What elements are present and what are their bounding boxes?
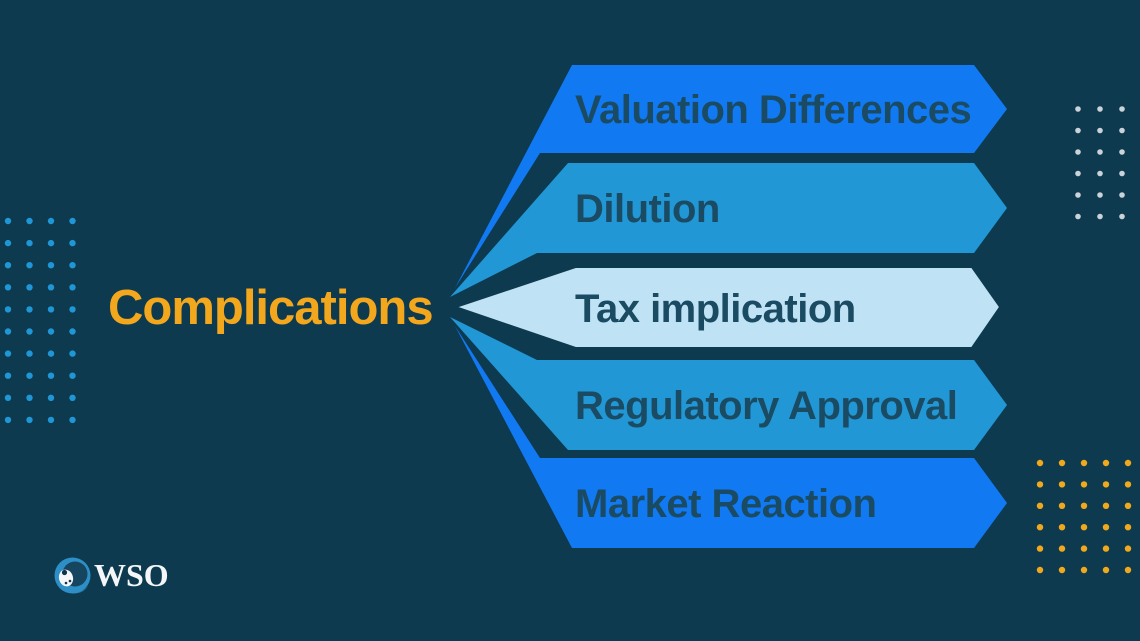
branch-valuation-differences: Valuation Differences — [455, 65, 1007, 288]
wso-logo: WSO — [54, 557, 169, 594]
branch-dilution: Dilution — [450, 163, 1007, 297]
branch-label-market-reaction: Market Reaction — [575, 482, 876, 526]
branch-label-valuation-differences: Valuation Differences — [575, 88, 971, 132]
branch-label-tax-implication: Tax implication — [575, 287, 856, 331]
branch-arrow-shape — [450, 317, 1007, 450]
wso-monkey-globe-icon — [54, 557, 91, 594]
wso-logo-text: WSO — [94, 557, 169, 593]
diagram-title: Complications — [108, 281, 433, 335]
branch-arrow-shape — [450, 163, 1007, 297]
branch-arrow-shape — [455, 65, 1007, 288]
left-dot-grid — [4, 217, 76, 424]
branch-label-dilution: Dilution — [575, 187, 720, 231]
branch-arrow-shape — [427, 258, 1012, 357]
branch-regulatory-approval: Regulatory Approval — [450, 317, 1007, 450]
bottom-right-dot-grid — [1036, 459, 1132, 574]
branch-market-reaction: Market Reaction — [455, 326, 1007, 548]
branch-tax-implication: Tax implication — [427, 258, 1012, 357]
branch-arrow-shape — [455, 326, 1007, 548]
top-right-dot-grid — [1075, 106, 1125, 220]
branch-label-regulatory-approval: Regulatory Approval — [575, 384, 957, 428]
